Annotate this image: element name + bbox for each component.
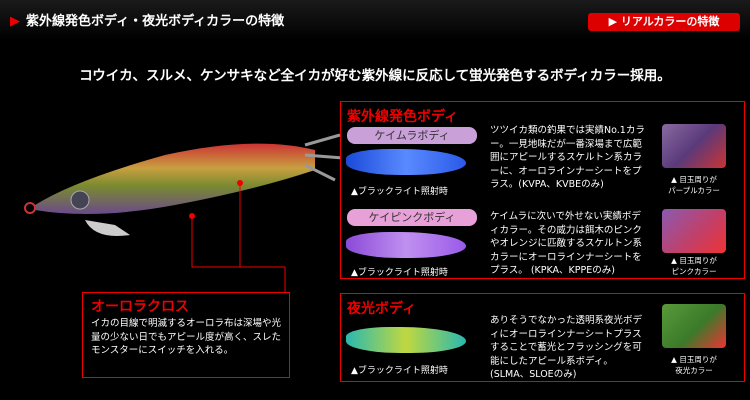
- keimura-caption: ▲ブラックライト照射時: [351, 187, 448, 197]
- keimura-label: ケイムラボディ: [347, 127, 477, 144]
- keipink-thumb-caption: ▲ 目玉周りがピンクカラー: [671, 256, 717, 276]
- page-title: ▶ 紫外線発色ボディ・夜光ボディカラーの特徴: [10, 10, 284, 29]
- keimura-desc: ツツイカ類の釣果では実績No.1カラー。一見地味だが一番深場まで広範囲にアピール…: [490, 125, 645, 190]
- callout-lines: [189, 180, 286, 292]
- page-title-text: 紫外線発色ボディ・夜光ボディカラーの特徴: [26, 14, 285, 29]
- glow-caption: ▲ブラックライト照射時: [351, 366, 448, 376]
- squid-jig-image: [24, 133, 344, 236]
- keipink-label: ケイピンクボディ: [347, 209, 477, 226]
- glow-desc: ありそうでなかった透明系夜光ボディにオーロラインナーシートプラスすることで蓄光と…: [490, 315, 643, 380]
- aurora-title: オーロラクロス: [91, 299, 189, 315]
- uv-title: 紫外線発色ボディ: [347, 109, 459, 125]
- uv-body-panel: 紫外線発色ボディ ケイムラボディ ▲ブラックライト照射時 ツツイカ類の釣果では実…: [340, 101, 745, 279]
- real-color-button[interactable]: ▶ リアルカラーの特徴: [588, 13, 740, 31]
- keipink-desc: ケイムラに次いで外せない実績ボディカラー。その威力は餌木のピンクやオレンジに匹敵…: [490, 211, 643, 276]
- glow-title: 夜光ボディ: [347, 301, 417, 317]
- glow-jig-image: [346, 327, 466, 353]
- glow-body-panel: 夜光ボディ ▲ブラックライト照射時 ありそうでなかった透明系夜光ボディにオーロラ…: [340, 293, 745, 382]
- keimura-jig-image: [346, 149, 466, 175]
- keimura-thumb-caption: ▲ 目玉周りがパープルカラー: [668, 175, 720, 195]
- glow-eye-thumb: [662, 304, 726, 348]
- keipink-jig-image: [346, 232, 466, 258]
- keimura-eye-thumb: [662, 124, 726, 168]
- aurora-text: イカの目線で明滅するオーロラ布は深場や光量の少ない日でもアピール度が高く、スレた…: [91, 318, 282, 356]
- keipink-eye-thumb: [662, 209, 726, 253]
- glow-thumb-caption: ▲ 目玉周りが夜光カラー: [671, 355, 717, 375]
- triangle-icon: ▶: [10, 14, 20, 29]
- tagline: コウイカ、スルメ、ケンサキなど全イカが好む紫外線に反応して蛍光発色するボディカラ…: [79, 68, 671, 84]
- aurora-cross-panel: オーロラクロス イカの目線で明滅するオーロラ布は深場や光量の少ない日でもアピール…: [82, 292, 290, 378]
- keipink-caption: ▲ブラックライト照射時: [351, 268, 448, 278]
